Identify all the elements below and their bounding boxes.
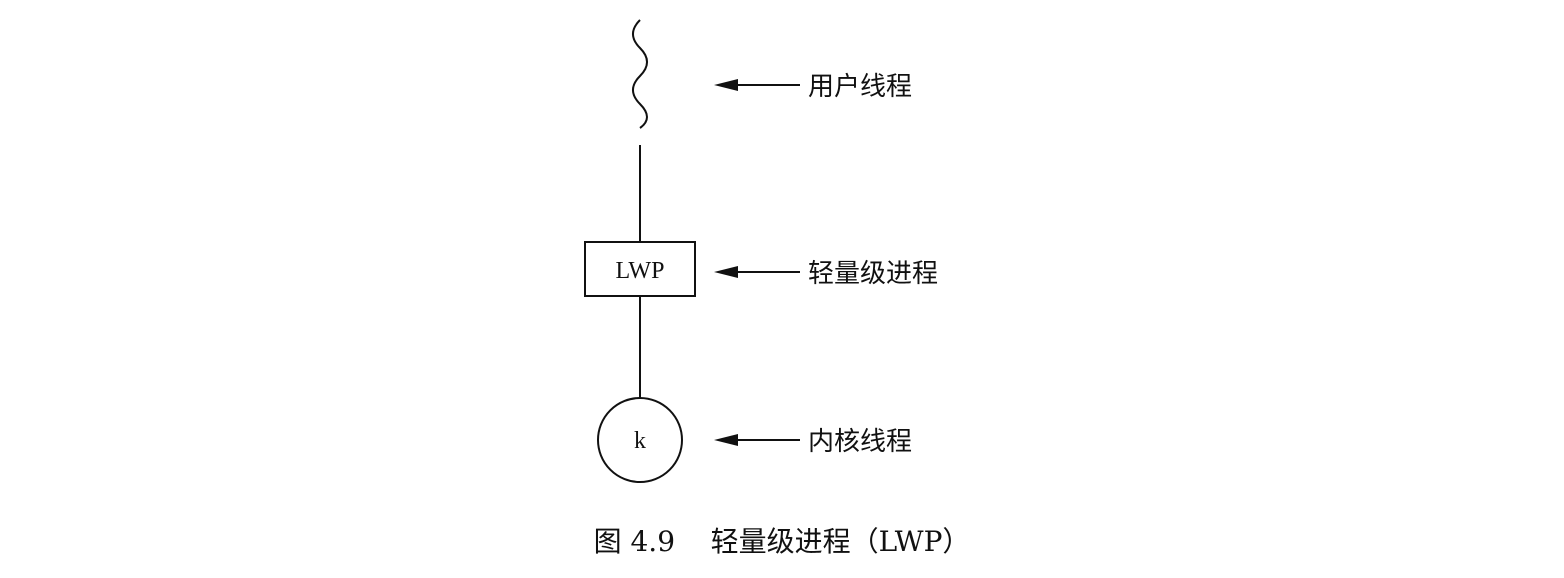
kernel-thread-circle [597, 397, 683, 483]
kernel-thread-label-k: k [634, 428, 646, 454]
label-user-thread: 用户线程 [808, 72, 912, 102]
label-lwp: 轻量级进程 [808, 259, 938, 289]
lwp-box-label: LWP [616, 258, 665, 284]
arrow-user-thread [714, 79, 800, 91]
user-thread-squiggle [632, 19, 648, 129]
figure-caption: 图 4.9 轻量级进程（LWP） [593, 525, 971, 558]
arrow-kernel-thread [714, 434, 800, 446]
arrow-lwp [714, 266, 800, 278]
label-kernel-thread: 内核线程 [808, 427, 912, 457]
